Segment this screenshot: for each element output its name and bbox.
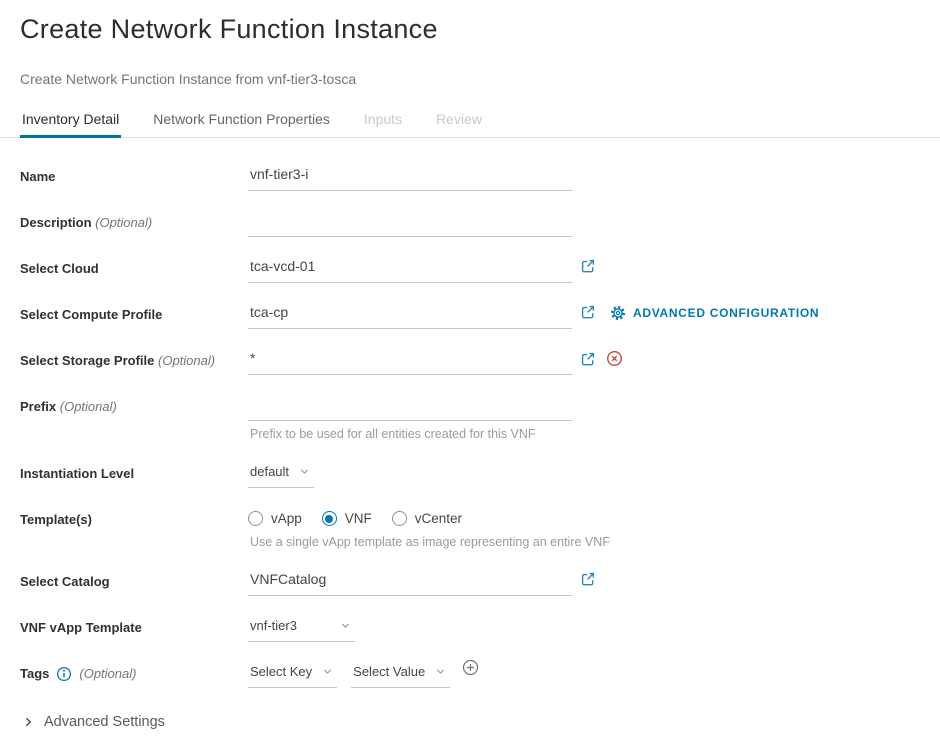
name-row: Name vnf-tier3-i [20,166,920,191]
advanced-configuration-label: ADVANCED CONFIGURATION [633,306,820,320]
vnf-vapp-template-select[interactable]: vnf-tier3 [248,617,355,642]
select-catalog-label: Select Catalog [20,574,110,589]
select-catalog-input[interactable]: VNFCatalog [248,571,572,596]
radio-vapp-circle-icon [248,511,263,526]
storage-profile-clear-error-icon[interactable] [606,350,623,367]
description-row: Description (Optional) [20,212,920,237]
name-label: Name [20,169,56,184]
instantiation-level-select[interactable]: default [248,463,315,488]
tags-select-value[interactable]: Select Value [351,663,451,688]
radio-vcenter[interactable]: vCenter [391,511,462,526]
page-subtitle: Create Network Function Instance from vn… [20,71,357,87]
chevron-down-icon [299,466,310,477]
description-optional: (Optional) [95,215,153,230]
vnf-vapp-template-label: VNF vApp Template [20,620,142,635]
advanced-settings-toggle[interactable]: Advanced Settings [20,714,920,730]
tab-network-function-properties[interactable]: Network Function Properties [153,111,330,127]
select-storage-profile-label: Select Storage Profile (Optional) [20,353,216,368]
tags-label: Tags (Optional) [20,666,137,682]
select-compute-profile-row: Select Compute Profile tca-cp ADVANCED C… [20,304,920,329]
radio-vapp[interactable]: vApp [248,511,302,526]
tags-optional: (Optional) [79,666,137,681]
prefix-optional: (Optional) [59,399,117,414]
select-storage-profile-input[interactable]: * [248,350,572,375]
select-compute-profile-label: Select Compute Profile [20,307,163,322]
templates-label: Template(s) [20,512,92,527]
tab-inventory-detail[interactable]: Inventory Detail [20,107,122,138]
chevron-down-icon [340,620,351,631]
prefix-input[interactable] [248,396,572,421]
compute-profile-external-link-icon[interactable] [580,304,596,320]
templates-radio-group: vApp VNF vCenter [248,509,610,526]
advanced-settings-label: Advanced Settings [44,714,165,730]
wizard-tabs: Inventory Detail Network Function Proper… [0,107,940,138]
tab-inputs: Inputs [363,111,403,127]
radio-vcenter-circle-icon [391,511,407,526]
description-input[interactable] [248,212,572,237]
advanced-configuration-link[interactable]: ADVANCED CONFIGURATION [610,305,819,321]
chevron-down-icon [322,666,333,677]
create-nf-instance-page: Create Network Function Instance Create … [0,14,940,730]
storage-profile-optional: (Optional) [158,353,216,368]
chevron-down-icon [435,666,446,677]
select-cloud-label: Select Cloud [20,261,99,276]
vnf-vapp-template-row: VNF vApp Template vnf-tier3 [20,617,920,642]
templates-row: Template(s) vApp VNF vCenter [20,509,920,550]
gear-icon [610,305,626,321]
tags-select-key[interactable]: Select Key [248,663,338,688]
instantiation-level-label: Instantiation Level [20,466,135,481]
tab-review: Review [436,111,482,127]
prefix-label: Prefix (Optional) [20,399,117,414]
templates-helper-text: Use a single vApp template as image repr… [250,535,610,549]
cloud-external-link-icon[interactable] [580,258,596,274]
add-tag-button[interactable] [462,659,479,676]
select-storage-profile-row: Select Storage Profile (Optional) * [20,350,920,375]
storage-profile-external-link-icon[interactable] [580,351,596,367]
name-input[interactable]: vnf-tier3-i [248,166,572,191]
page-title: Create Network Function Instance [20,14,438,44]
prefix-row: Prefix (Optional) Prefix to be used for … [20,396,920,442]
info-icon[interactable] [56,666,72,682]
chevron-right-icon [22,716,34,728]
select-cloud-input[interactable]: tca-vcd-01 [248,258,572,283]
select-cloud-row: Select Cloud tca-vcd-01 [20,258,920,283]
prefix-helper-text: Prefix to be used for all entities creat… [250,427,536,441]
select-compute-profile-input[interactable]: tca-cp [248,304,572,329]
description-label: Description (Optional) [20,215,153,230]
catalog-external-link-icon[interactable] [580,571,596,587]
tags-row: Tags (Optional) Select Key Select Value [20,659,920,688]
select-catalog-row: Select Catalog VNFCatalog [20,571,920,596]
radio-vnf-circle-icon [321,511,337,526]
inventory-detail-form: Name vnf-tier3-i Description (Optional) … [20,166,920,730]
radio-vnf[interactable]: VNF [321,511,372,526]
instantiation-level-row: Instantiation Level default [20,463,920,488]
